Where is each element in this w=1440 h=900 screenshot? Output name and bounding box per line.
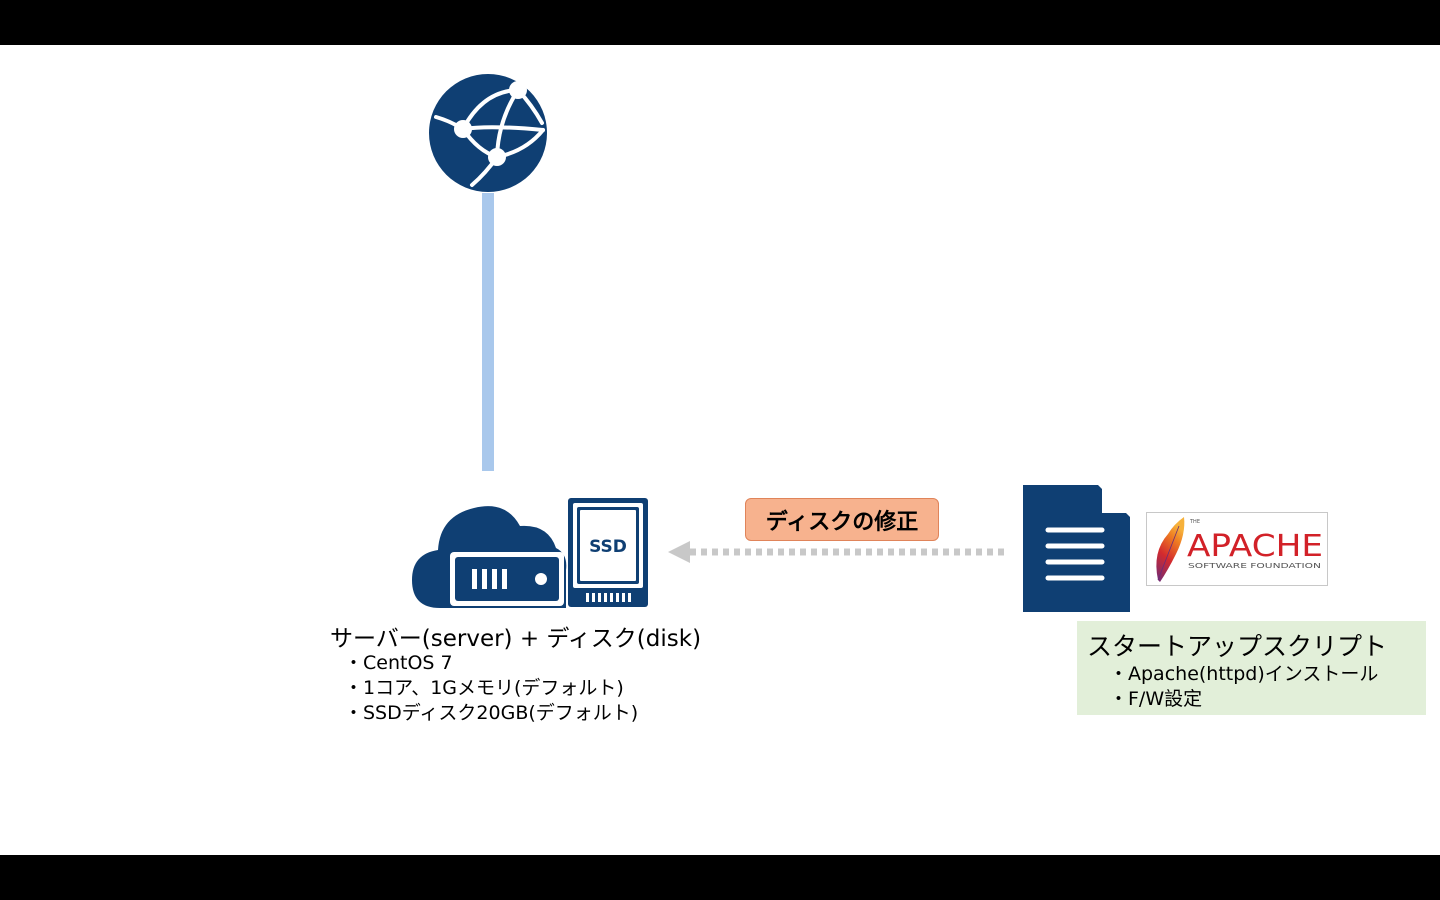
modify-disk-arrow — [668, 541, 1008, 563]
cloud-server-icon — [412, 506, 567, 608]
startup-script-list: ・Apache(httpd)インストール ・F/W設定 — [1109, 662, 1378, 712]
network-connector-line — [482, 193, 494, 471]
startup-script-box: スタートアップスクリプト ・Apache(httpd)インストール ・F/W設定 — [1077, 621, 1426, 715]
server-spec-disk: ・SSDディスク20GB(デフォルト) — [344, 702, 639, 724]
apache-logo-name: APACHE — [1187, 529, 1323, 564]
modify-disk-label: ディスクの修正 — [745, 498, 939, 541]
apache-logo-the: THE — [1189, 519, 1200, 525]
ssd-icon: SSD — [568, 498, 648, 607]
slide: SSD ディスクの修正 — [0, 45, 1440, 855]
server-title: サーバー(server) + ディスク(disk) — [330, 626, 702, 652]
server-spec-list: ・CentOS 7 ・1コア、1Gメモリ(デフォルト) ・SSDディスク20GB… — [344, 651, 638, 726]
apache-logo: THE APACHE SOFTWARE FOUNDATION — [1146, 512, 1328, 586]
document-icon — [1023, 485, 1130, 612]
startup-script-item-firewall: ・F/W設定 — [1109, 688, 1203, 710]
startup-script-title: スタートアップスクリプト — [1087, 632, 1388, 661]
server-spec-os: ・CentOS 7 — [344, 652, 453, 674]
startup-script-item-apache: ・Apache(httpd)インストール — [1109, 663, 1379, 685]
internet-globe-icon — [429, 74, 547, 192]
ssd-label: SSD — [589, 537, 627, 557]
apache-logo-subtitle: SOFTWARE FOUNDATION — [1188, 562, 1321, 570]
server-spec-cpu-memory: ・1コア、1Gメモリ(デフォルト) — [344, 677, 624, 699]
